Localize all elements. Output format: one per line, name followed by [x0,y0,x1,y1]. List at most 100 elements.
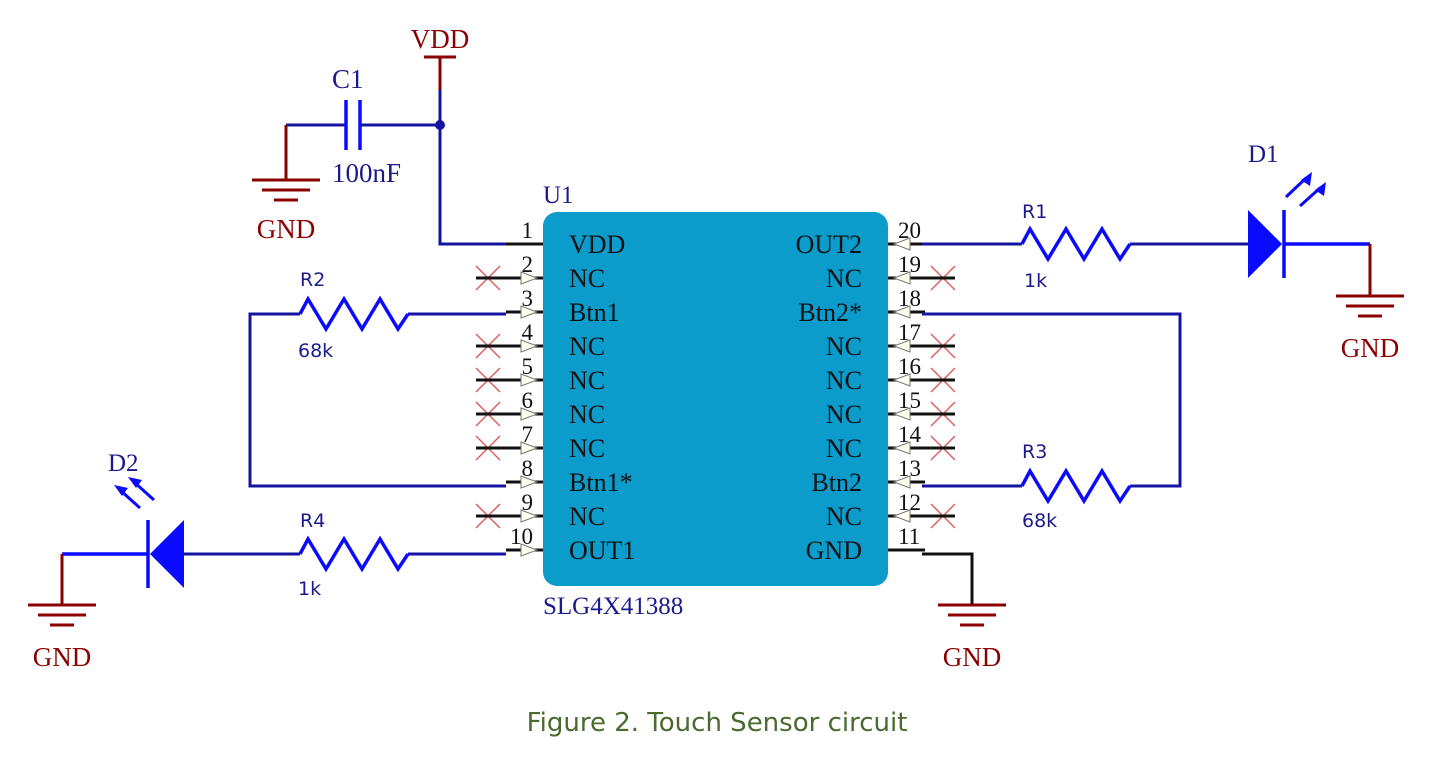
pin-3: 3 Btn1 [506,286,620,327]
pin-name: OUT1 [569,536,635,565]
pin-io-marker [892,237,911,251]
capacitor-c1: C1 100nF [332,64,401,188]
pin-number: 3 [522,286,534,311]
pin-name: NC [826,366,862,395]
c1-ref: C1 [332,64,364,94]
pin-name: NC [826,264,862,293]
gnd-chip-label: GND [943,642,1002,672]
pin-name: NC [569,264,605,293]
pin-name: NC [569,332,605,361]
pin-name: NC [569,366,605,395]
pin-number: 5 [522,354,534,379]
pin-1: 1 VDD [506,218,625,259]
r4-value: 1k [298,578,321,600]
gnd-chip-symbol: GND [922,552,1006,672]
pin-name: NC [569,434,605,463]
pin-io-marker [892,373,911,387]
d1-ref: D1 [1248,141,1279,168]
pin-number: 11 [898,524,920,549]
c1-value: 100nF [332,158,401,188]
led-d1: D1 [1248,141,1370,278]
vdd-wire [438,90,506,246]
pin-number: 9 [522,490,534,515]
pin-name: Btn2 [811,468,862,497]
r4-ref: R4 [300,510,325,532]
r1-ref: R1 [1022,201,1047,223]
vdd-label: VDD [411,24,470,54]
pin-name: NC [826,502,862,531]
pin-number: 2 [522,252,534,277]
pin-io-marker [892,305,911,319]
pin-number: 1 [522,218,534,243]
pin-name: NC [826,332,862,361]
r2-value: 68k [298,340,333,362]
pin-io-marker [892,509,911,523]
chip-part-number: SLG4X41388 [543,593,683,620]
resistor-r4: R4 1k [184,510,506,600]
gnd-d2-symbol: GND [28,554,96,672]
pin-io-marker [892,271,911,285]
pin-number: 7 [522,422,534,447]
pin-7: 7 NC [475,422,605,463]
chip-designator: U1 [543,182,574,209]
r3-value: 68k [1022,510,1057,532]
chip-body [543,212,888,586]
pin-number: 15 [898,388,921,413]
pin-4: 4 NC [475,320,605,361]
pin-number: 14 [898,422,922,447]
gnd-d1-symbol: GND [1336,244,1404,363]
pin-io-marker [520,373,539,387]
pin-name: Btn1* [569,468,633,497]
r1-value: 1k [1024,270,1047,292]
pin-name: Btn1 [569,298,620,327]
pin-number: 19 [898,252,921,277]
r2-ref: R2 [300,269,325,291]
pin-io-marker [520,509,539,523]
pin-16: 16 NC [826,354,956,395]
pin-name: VDD [569,230,625,259]
pin-io-marker [520,271,539,285]
vdd-power-symbol: VDD [411,24,470,90]
gnd-d1-label: GND [1341,333,1400,363]
resistor-r1: R1 1k [922,201,1248,292]
pin-number: 16 [898,354,921,379]
pin-number: 10 [510,524,533,549]
gnd-c1-label: GND [257,214,316,244]
pin-number: 13 [898,456,921,481]
pin-io-marker [892,407,911,421]
led-d2: D2 [62,450,184,588]
r3-ref: R3 [1022,441,1047,463]
pin-number: 17 [898,320,921,345]
pin-19: 19 NC [826,252,956,293]
right-pin-group: 20OUT219NC18Btn2*17NC16NC15NC14NC13Btn21… [796,218,956,565]
gnd-c1-symbol: GND [252,125,320,244]
pin-11: 11 GND [806,524,925,565]
gnd-d2-label: GND [33,642,92,672]
pin-io-marker [520,441,539,455]
pin-io-marker [520,475,539,489]
pin-name: NC [569,400,605,429]
resistor-r2: R2 68k [248,269,506,488]
pin-13: 13 Btn2 [811,456,925,497]
pin-io-marker [892,339,911,353]
pin-io-marker [520,305,539,319]
pin-name: Btn2* [798,298,862,327]
pin-2: 2 NC [475,252,605,293]
figure-caption: Figure 2. Touch Sensor circuit [526,708,908,738]
d2-ref: D2 [108,450,139,477]
pin-io-marker [520,407,539,421]
pin-io-marker [520,543,539,557]
pin-io-marker [892,441,911,455]
pin-number: 4 [522,320,534,345]
pin-name: GND [806,536,862,565]
